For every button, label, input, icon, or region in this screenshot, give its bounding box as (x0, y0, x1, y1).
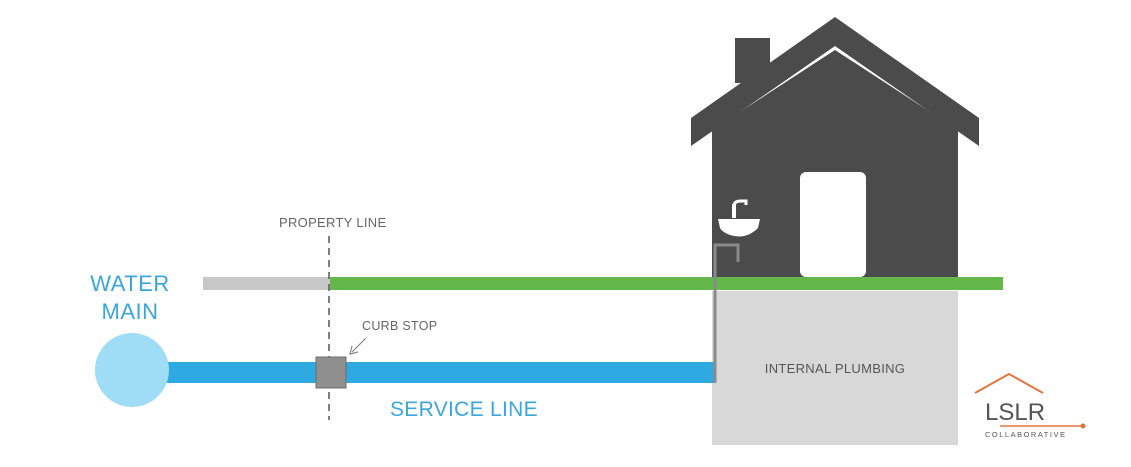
basement-area (712, 291, 958, 445)
roof (691, 17, 979, 146)
water-main-circle (95, 333, 169, 407)
water-main-label: WATER MAIN (70, 270, 190, 326)
service-line-label: SERVICE LINE (390, 398, 538, 421)
property-line-label: PROPERTY LINE (279, 215, 387, 230)
water-main-label-line2: MAIN (101, 299, 159, 324)
water-main-label-line1: WATER (90, 271, 170, 296)
logo-text: LSLR (985, 399, 1045, 426)
house-door (800, 172, 866, 277)
curb-stop-arrow-head (349, 345, 359, 355)
internal-pipe (713, 243, 740, 383)
internal-plumbing-label: INTERNAL PLUMBING (764, 361, 906, 376)
public-ground-segment (203, 277, 330, 290)
logo-subtitle: COLLABORATIVE (985, 430, 1066, 439)
grass-line (330, 277, 1003, 290)
curb-stop-label: CURB STOP (362, 319, 438, 333)
service-line-pipe (160, 362, 716, 383)
lslr-logo: LSLR COLLABORATIVE (974, 372, 1086, 439)
curb-stop-arrow (351, 337, 367, 353)
house-body (712, 50, 958, 277)
curb-stop-valve (315, 356, 347, 389)
sink-icon (718, 199, 760, 237)
